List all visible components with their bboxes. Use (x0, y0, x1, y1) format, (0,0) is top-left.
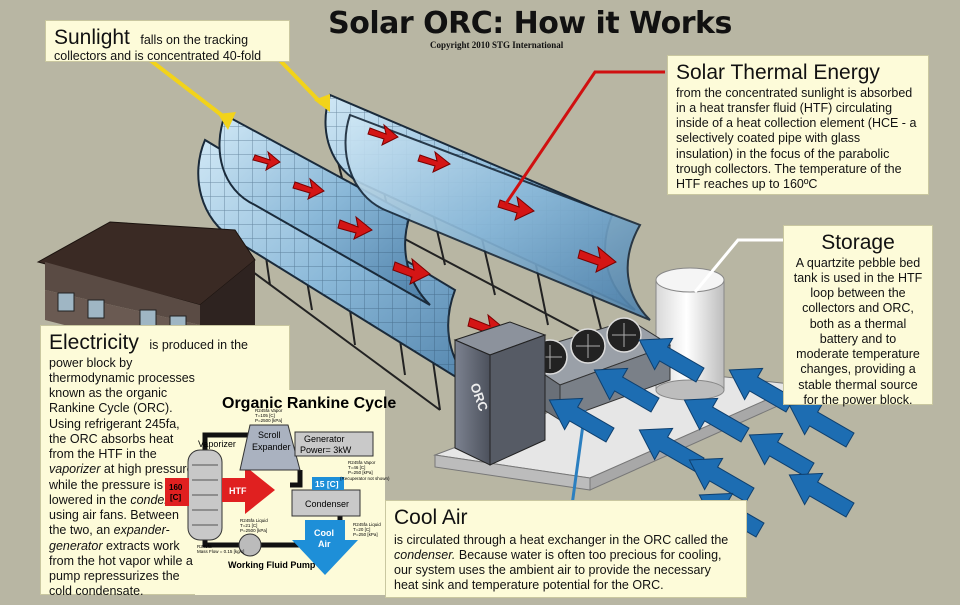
sunlight-callout: Sunlight falls on the tracking collector… (45, 20, 290, 63)
electricity-callout: Electricity is produced in the power blo… (40, 325, 290, 598)
storage-callout: Storage A quartzite pebble bed tank is u… (783, 225, 933, 407)
storage-pointer-line (693, 238, 793, 293)
electricity-heading: Electricity (49, 331, 139, 354)
electricity-expander: expander-generator (49, 523, 170, 553)
storage-heading: Storage (821, 231, 895, 254)
coolair-heading: Cool Air (394, 506, 468, 529)
electricity-p1: power block by thermodynamic processes k… (49, 355, 195, 462)
trough-row-front-right (344, 113, 651, 321)
electricity-line1: is produced in the (149, 338, 248, 352)
page-title: Solar ORC: How it Works (328, 6, 732, 41)
coolair-p1: is circulated through a heat exchanger i… (394, 532, 729, 547)
coolair-callout: Cool Air is circulated through a heat ex… (385, 500, 747, 598)
electricity-p2: at high pressure, while the pressure is … (49, 462, 198, 507)
heat-pointer-line (503, 70, 665, 206)
coolair-condenser: condenser. (394, 547, 456, 562)
sunlight-heading: Sunlight (54, 26, 130, 49)
storage-body: A quartzite pebble bed tank is used in t… (793, 255, 923, 407)
copyright: Copyright 2010 STG International (430, 40, 564, 50)
electricity-vaporizer: vaporizer (49, 462, 101, 477)
thermal-heading: Solar Thermal Energy (676, 61, 880, 84)
electricity-condenser: condenser (130, 492, 189, 507)
coolair-p2: Because water is often too precious for … (394, 547, 722, 593)
sunlight-line2: collectors and is concentrated 40-fold (54, 48, 262, 63)
orc-cabinet: ORC (453, 321, 547, 466)
electricity-p3: using air fans. Between the two, an (49, 508, 179, 538)
sunlight-line1: falls on the tracking (140, 33, 249, 47)
thermal-callout: Solar Thermal Energy from the concentrat… (667, 55, 929, 195)
thermal-body: from the concentrated sunlight is absorb… (676, 85, 917, 192)
electricity-p4: extracts work from the hot vapor while a… (49, 538, 193, 599)
htf-flow-arrows (252, 123, 617, 341)
air-intake-arrows (548, 337, 855, 538)
